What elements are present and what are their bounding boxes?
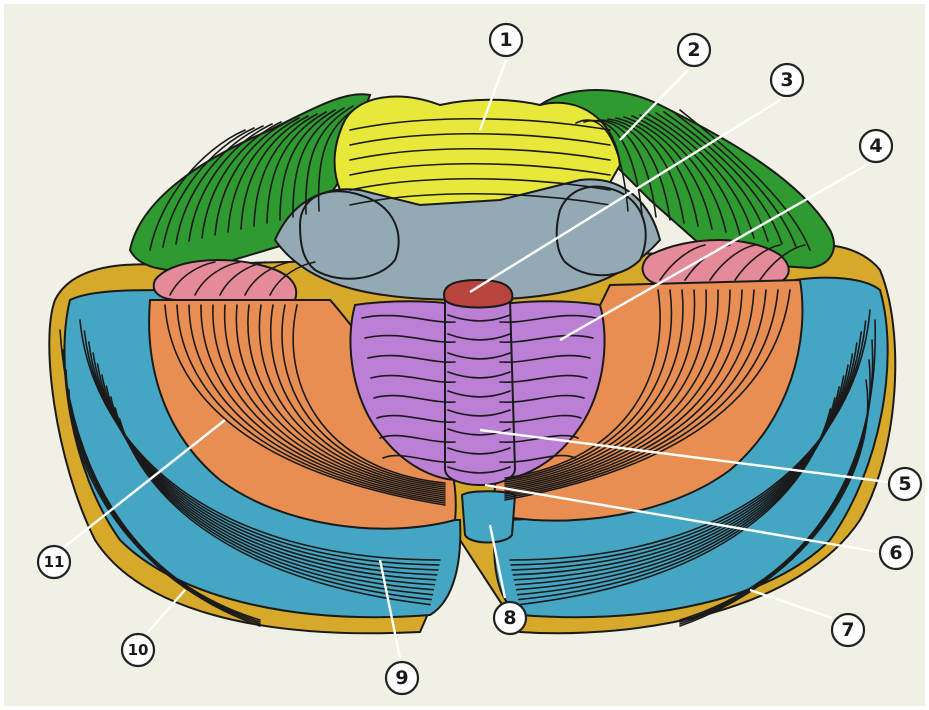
nodule <box>444 280 512 308</box>
marker-11: 11 <box>38 546 70 578</box>
svg-text:9: 9 <box>395 667 408 689</box>
svg-text:7: 7 <box>841 619 854 641</box>
marker-2: 2 <box>678 34 710 66</box>
svg-text:10: 10 <box>128 641 149 659</box>
marker-5: 5 <box>889 468 921 500</box>
svg-text:8: 8 <box>503 607 516 629</box>
svg-text:4: 4 <box>869 135 882 157</box>
marker-6: 6 <box>880 537 912 569</box>
svg-text:5: 5 <box>898 473 911 495</box>
marker-9: 9 <box>386 662 418 694</box>
marker-1: 1 <box>490 24 522 56</box>
leader-7 <box>750 590 832 618</box>
svg-text:3: 3 <box>780 69 793 91</box>
svg-text:2: 2 <box>687 39 700 61</box>
marker-4: 4 <box>860 130 892 162</box>
svg-text:1: 1 <box>499 29 512 51</box>
svg-text:11: 11 <box>44 553 65 571</box>
marker-8: 8 <box>494 602 526 634</box>
marker-10: 10 <box>122 634 154 666</box>
svg-text:6: 6 <box>889 542 902 564</box>
marker-3: 3 <box>771 64 803 96</box>
marker-7: 7 <box>832 614 864 646</box>
